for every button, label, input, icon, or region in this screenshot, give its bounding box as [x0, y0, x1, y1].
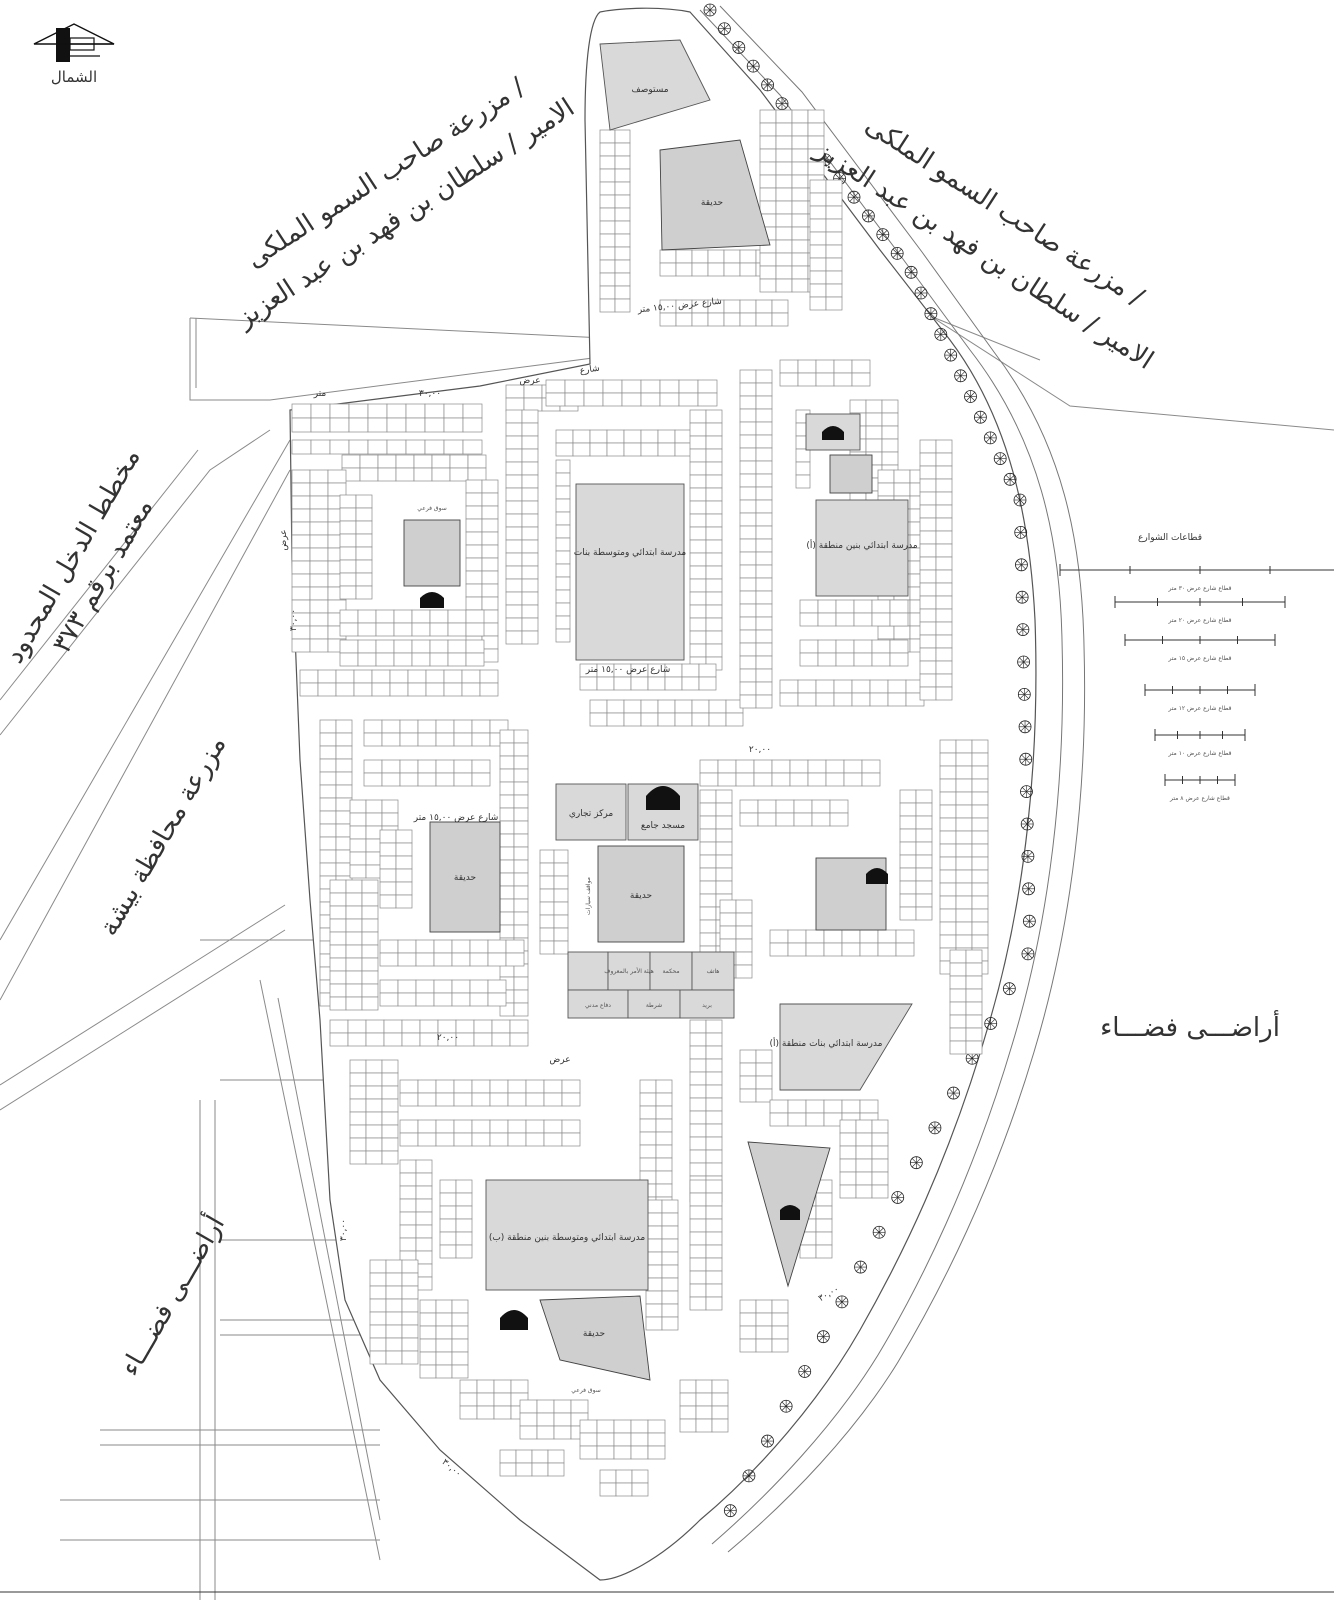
street-west-15m: شارع عرض ١٥,٠٠ متر	[413, 813, 499, 823]
civil-defense-label: دفاع مدني	[585, 1002, 611, 1009]
commercial-center-label: مركز تجاري	[569, 809, 614, 819]
mosque-southeast-icon	[780, 1205, 800, 1220]
main-mosque-icon	[646, 786, 680, 810]
market-nw-label: سوق فرعي	[417, 505, 446, 512]
mosque-east-icon	[866, 868, 888, 884]
amr-maroof-label: هيئة الأمر بالمعروف	[604, 967, 654, 975]
legend-section-0: قطاع شارع عرض ٣٠ متر	[1167, 585, 1231, 592]
empty-land-east: أراضـــى فضـــاء	[1100, 1009, 1280, 1043]
park-west-label: حديقة	[454, 873, 476, 883]
street-south-20: ٢٠,٠٠	[437, 1033, 459, 1043]
girls-school-label: مدرسة ابتدائي ومتوسطة بنات	[574, 548, 687, 558]
park-south	[539, 1295, 651, 1381]
park-nw	[403, 519, 461, 587]
park-ne	[829, 454, 873, 494]
street-center-15m: شارع عرض ١٥,٠٠ متر	[585, 665, 671, 675]
nw-farm-line2: الامير / سلطان بن فهد بن عبد العزيز	[230, 93, 580, 335]
boys-school-1-lot	[815, 499, 909, 597]
park-west	[429, 821, 501, 933]
mosque-nw-icon	[420, 592, 444, 608]
park-central-label: حديقة	[630, 891, 652, 901]
empty-land-southwest: أراضـــى فضـــاء	[112, 1209, 231, 1382]
government-block: هاتف محكمة هيئة الأمر بالمعروف بريد شرطة…	[567, 951, 735, 1019]
north-label: الشمال	[51, 68, 97, 86]
dispensary-label: مستوصف	[631, 85, 668, 95]
parcel-blocks	[291, 109, 989, 1497]
boys-school-b-lot	[485, 1179, 649, 1291]
street-southwest-30: ٣٠,٠٠	[339, 1219, 349, 1241]
tree-belt	[703, 3, 1036, 1518]
street-top-meter: متر	[313, 389, 327, 399]
park-south-label: حديقة	[583, 1329, 605, 1339]
legend-section-1: قطاع شارع عرض ٢٠ متر	[1167, 617, 1231, 624]
girls-school-lot	[575, 483, 685, 661]
market-south-label: سوق فرعي	[571, 1387, 600, 1394]
facilities: مستوصف حديقة مدرسة ابتدائي ومتوسطة بنات …	[403, 39, 918, 1394]
farm-west-label: مزرعة محافظة بيشة	[94, 731, 233, 941]
legend-section-3: قطاع شارع عرض ١٢ متر	[1167, 705, 1231, 712]
street-center-20: ٢٠,٠٠	[749, 745, 771, 755]
police-label: شرطة	[646, 1002, 662, 1009]
court-label: محكمة	[662, 968, 679, 975]
commercial-center-lot	[555, 783, 627, 841]
park-north	[659, 139, 771, 251]
main-mosque-label: مسجد جامع	[641, 821, 685, 831]
legend-section-5: قطاع شارع عرض ٨ متر	[1169, 795, 1230, 802]
phone-label: هاتف	[707, 968, 720, 975]
girls-school-1-label: مدرسة ابتدائي بنات منطقة (أ)	[770, 1037, 883, 1049]
post-label: بريد	[702, 1002, 712, 1009]
street-sections-legend: قطاعات الشوارع قطاع شارع عرض ٣٠ متر قطاع …	[1059, 533, 1334, 802]
mosque-ne-icon	[822, 426, 844, 440]
surrounding-lines	[0, 289, 1334, 1600]
street-west-width: عرض	[279, 529, 289, 550]
north-arrow	[33, 23, 115, 62]
mosque-south-icon	[500, 1310, 528, 1330]
street-top-width: عرض	[519, 376, 540, 386]
boys-school-1-label: مدرسة ابتدائي بنين منطقة (أ)	[806, 539, 917, 551]
boys-school-b-label: مدرسة ابتدائي ومتوسطة بنين منطقة (ب)	[489, 1233, 646, 1243]
street-west-30: ٣٠,٠٠	[289, 609, 299, 631]
legend-section-4: قطاع شارع عرض ١٠ متر	[1167, 750, 1231, 757]
dispensary-lot	[599, 39, 711, 131]
park-north-label: حديقة	[701, 198, 723, 208]
street-south-width: عرض	[549, 1055, 570, 1065]
street-top-label: شارع	[579, 364, 600, 377]
street-top-30: ٣٠,٠٠	[419, 389, 441, 399]
legend-title: قطاعات الشوارع	[1138, 533, 1202, 543]
parking-central-label: مواقف سيارات	[585, 877, 592, 915]
park-central	[597, 845, 685, 943]
legend-section-2: قطاع شارع عرض ١٥ متر	[1167, 655, 1231, 662]
girls-school-1-lot	[779, 1003, 913, 1091]
